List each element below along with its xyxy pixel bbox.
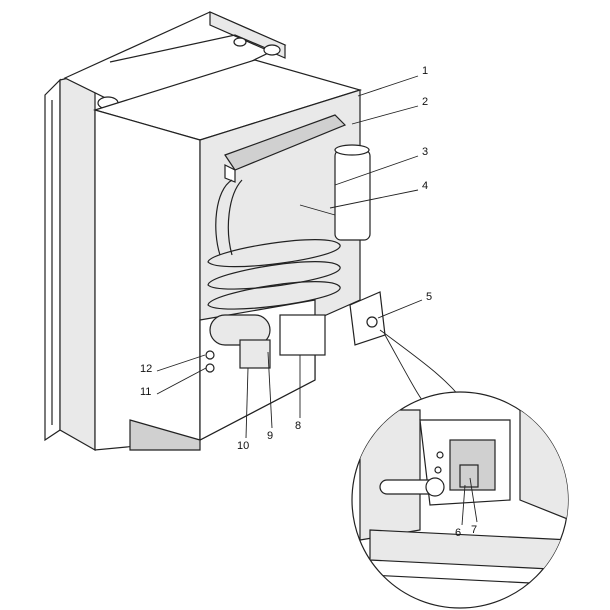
cabinet [92, 59, 363, 451]
front-panel [44, 71, 96, 452]
callout-10: 10 [237, 440, 250, 452]
callout-6: 6 [455, 527, 462, 539]
callout-5: 5 [426, 291, 433, 303]
callout-9: 9 [267, 430, 274, 442]
callout-7: 7 [471, 524, 478, 536]
detail-magnified-view [351, 391, 569, 609]
leader-lines [156, 75, 478, 526]
callout-8: 8 [295, 420, 302, 432]
callout-3: 3 [422, 146, 429, 158]
cooling-unit [205, 114, 386, 373]
callout-2: 2 [422, 96, 429, 108]
callout-1: 1 [422, 65, 429, 77]
callout-11: 11 [140, 386, 152, 398]
callout-4: 4 [422, 180, 429, 192]
callout-12: 12 [140, 363, 153, 375]
top-frame [63, 11, 287, 116]
